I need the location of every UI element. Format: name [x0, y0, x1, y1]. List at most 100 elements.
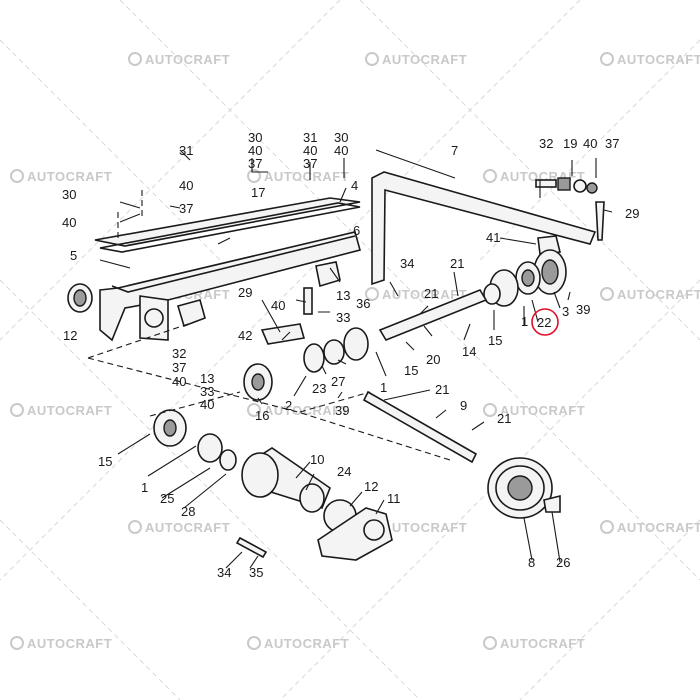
- callout-label: 35: [249, 565, 263, 580]
- washer-28: [219, 449, 237, 471]
- callout-label: 30: [334, 130, 348, 145]
- callout-label: 40: [62, 215, 76, 230]
- callout-label: 17: [251, 185, 265, 200]
- watermark-mark: AUTOCRAFT: [483, 403, 585, 418]
- svg-text:AUTOCRAFT: AUTOCRAFT: [264, 169, 349, 184]
- pulley-8-hub: [507, 475, 533, 501]
- callout-label: 33: [200, 384, 214, 399]
- callout-label: 29: [625, 206, 639, 221]
- callout-label: 12: [364, 479, 378, 494]
- callout-label: 32: [539, 136, 553, 151]
- callout-label: 13: [200, 371, 214, 386]
- washer-40: [573, 179, 587, 193]
- frame-7: [371, 171, 597, 286]
- bracket-42: [260, 323, 306, 345]
- bracket: [315, 261, 341, 288]
- svg-text:AUTOCRAFT: AUTOCRAFT: [145, 52, 230, 67]
- bolt-29: [595, 201, 605, 241]
- callout-label: 30: [62, 187, 76, 202]
- callout-label: 37: [248, 156, 262, 171]
- svg-text:AUTOCRAFT: AUTOCRAFT: [27, 636, 112, 651]
- callout-label: 1: [521, 314, 528, 329]
- callout-label: 4: [351, 178, 358, 193]
- housing-10-end: [299, 483, 325, 513]
- callout-label: 21: [435, 382, 449, 397]
- callout-label: 40: [172, 374, 186, 389]
- bearing-22-bore: [521, 269, 535, 287]
- callout-label: 21: [497, 411, 511, 426]
- callout-label: 41: [486, 230, 500, 245]
- clip-26: [543, 494, 561, 513]
- callout-label: 15: [488, 333, 502, 348]
- watermark-mark: AUTOCRAFT: [247, 169, 349, 184]
- watermark-mark: AUTOCRAFT: [247, 403, 349, 418]
- callout-label: 42: [238, 328, 252, 343]
- svg-text:AUTOCRAFT: AUTOCRAFT: [264, 403, 349, 418]
- callout-label: 34: [400, 256, 414, 271]
- callout-label: 31: [303, 130, 317, 145]
- callout-label: 37: [303, 156, 317, 171]
- svg-text:AUTOCRAFT: AUTOCRAFT: [27, 403, 112, 418]
- leader-lines: [87, 149, 613, 569]
- callout-label: 1: [380, 380, 387, 395]
- bolt-32: [535, 179, 557, 188]
- gear-15-left-hub: [163, 419, 177, 437]
- callout-label: 40: [271, 298, 285, 313]
- gear-16-hub: [251, 373, 265, 391]
- housing-3-bore: [541, 259, 559, 285]
- watermark-mark: AUTOCRAFT: [600, 52, 700, 67]
- watermark-mark: AUTOCRAFT: [128, 520, 230, 535]
- callout-label: 40: [334, 143, 348, 158]
- gear-23: [303, 343, 325, 373]
- part-labels: 31 40 37 30 40 30 40 37 31 40 37 30 40 1…: [62, 130, 639, 580]
- callout-label: 20: [426, 352, 440, 367]
- block-41: [537, 235, 562, 255]
- housing-10-flange: [241, 452, 279, 498]
- watermark-mark: AUTOCRAFT: [128, 52, 230, 67]
- callout-label: 15: [404, 363, 418, 378]
- callout-label: 37: [172, 360, 186, 375]
- highlighted-label: 22: [537, 315, 551, 330]
- callout-label: 14: [462, 344, 476, 359]
- callout-label: 6: [353, 223, 360, 238]
- gear-27: [323, 339, 345, 365]
- gear-1-mid: [343, 327, 369, 361]
- highlighted-callout-22: 22: [531, 308, 559, 336]
- callout-label: 30: [248, 130, 262, 145]
- callout-label: 16: [255, 408, 269, 423]
- bracket: [176, 299, 206, 328]
- callout-label: 24: [337, 464, 351, 479]
- callout-label: 37: [179, 201, 193, 216]
- svg-text:AUTOCRAFT: AUTOCRAFT: [264, 636, 349, 651]
- callout-label: 40: [248, 143, 262, 158]
- callout-label: 40: [583, 136, 597, 151]
- svg-text:AUTOCRAFT: AUTOCRAFT: [617, 520, 700, 535]
- watermark-mark: AUTOCRAFT: [600, 287, 700, 302]
- svg-text:AUTOCRAFT: AUTOCRAFT: [617, 287, 700, 302]
- callout-label: 19: [563, 136, 577, 151]
- watermark-mark: AUTOCRAFT: [10, 403, 112, 418]
- svg-text:AUTOCRAFT: AUTOCRAFT: [500, 636, 585, 651]
- svg-text:AUTOCRAFT: AUTOCRAFT: [382, 287, 467, 302]
- callout-label: 10: [310, 452, 324, 467]
- callout-label: 15: [98, 454, 112, 469]
- watermark-mark: AUTOCRAFT: [365, 52, 467, 67]
- callout-label: 21: [450, 256, 464, 271]
- callout-label: 32: [172, 346, 186, 361]
- callout-label: 39: [335, 403, 349, 418]
- callout-label: 28: [181, 504, 195, 519]
- callout-label: 39: [576, 302, 590, 317]
- callout-label: 12: [63, 328, 77, 343]
- callout-label: 2: [285, 398, 292, 413]
- callout-label: 1: [141, 480, 148, 495]
- callout-label: 13: [336, 288, 350, 303]
- housing-6-port: [144, 308, 164, 328]
- callout-label: 11: [387, 491, 401, 506]
- housing-6-top: [111, 235, 356, 293]
- svg-text:AUTOCRAFT: AUTOCRAFT: [27, 169, 112, 184]
- callout-label: 3: [562, 304, 569, 319]
- callout-label: 40: [303, 143, 317, 158]
- bearing-25: [197, 433, 223, 463]
- callout-label: 40: [179, 178, 193, 193]
